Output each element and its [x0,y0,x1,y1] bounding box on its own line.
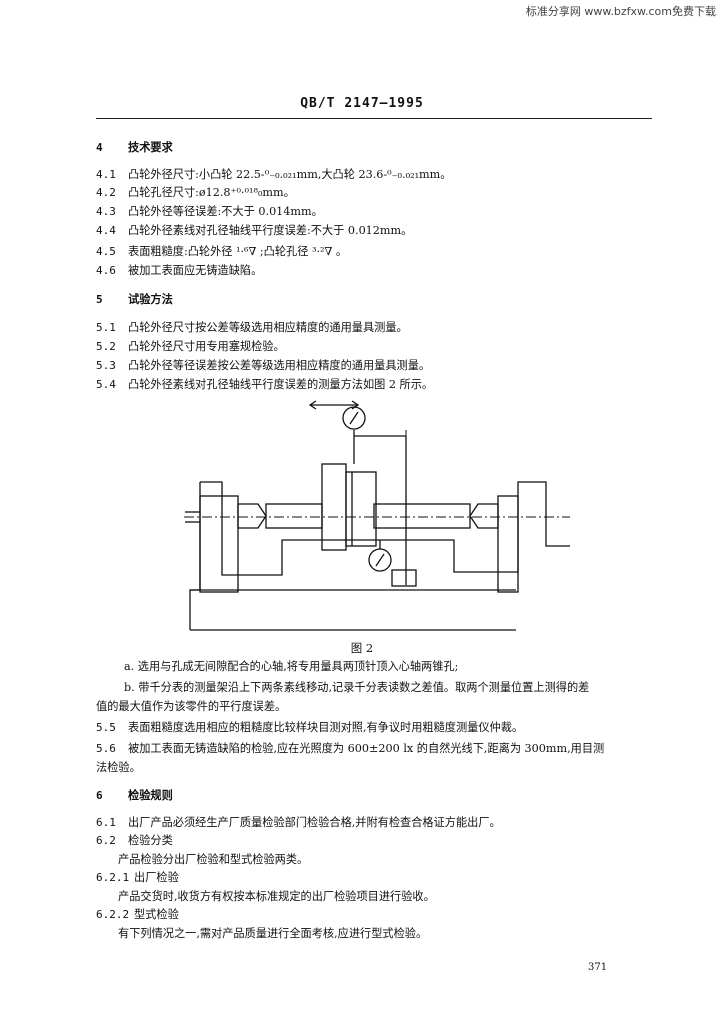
note-b-line2: 值的最大值作为该零件的平行度误差。 [96,700,287,713]
watermark: 标准分享网 www.bzfxw.com免费下载 [525,5,716,18]
note-a: a. 选用与孔成无间隙配合的心轴,将专用量具两顶针顶入心轴两锥孔; [124,660,459,673]
figure-2-measuring-setup [184,400,570,631]
text-6-2-1: 产品交货时,收货方有权按本标准规定的出厂检验项目进行验收。 [118,890,435,903]
header-rule [96,118,652,119]
note-b-line1: b. 带千分表的测量架沿上下两条素线移动,记录千分表读数之差值。取两个测量位置上… [124,681,590,694]
text-6-2-2: 有下列情况之一,需对产品质量进行全面考核,应进行型式检验。 [118,927,428,940]
text-6-2: 产品检验分出厂检验和型式检验两类。 [118,853,309,866]
figure-caption: 图 2 [350,641,374,655]
item-5-6-line2: 法检验。 [96,761,141,774]
standard-number-header: QB/T 2147—1995 [300,96,424,111]
page-number: 371 [588,962,608,973]
